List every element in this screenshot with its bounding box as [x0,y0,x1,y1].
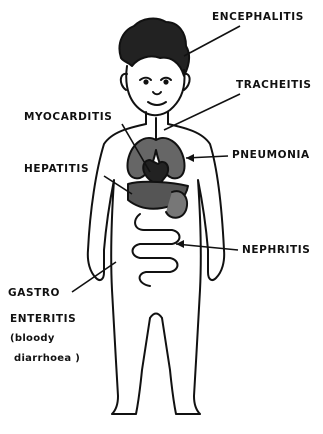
intestines [133,214,180,286]
label-bloody: (bloody [10,334,55,344]
arrowhead-pneumonia [186,154,194,162]
label-tracheitis: TRACHEITIS [236,80,312,91]
crotch [150,314,162,319]
label-encephalitis: ENCEPHALITIS [212,12,304,23]
nose [153,92,161,94]
label-pneumonia: PNEUMONIA [232,150,310,161]
pointer-tracheitis [164,94,240,130]
label-diarrhoea: diarrhoea ) [14,354,80,364]
label-hepatitis: HEPATITIS [24,164,89,175]
pointer-gastroenteritis [72,262,116,292]
label-myocarditis: MYOCARDITIS [24,112,112,123]
hair [119,19,189,76]
label-gastro: GASTRO [8,288,60,299]
label-enteritis: ENTERITIS [10,314,76,325]
mouth [148,102,166,105]
head [126,66,184,115]
label-nephritis: NEPHRITIS [242,245,310,256]
pointer-encephalitis [184,26,240,56]
